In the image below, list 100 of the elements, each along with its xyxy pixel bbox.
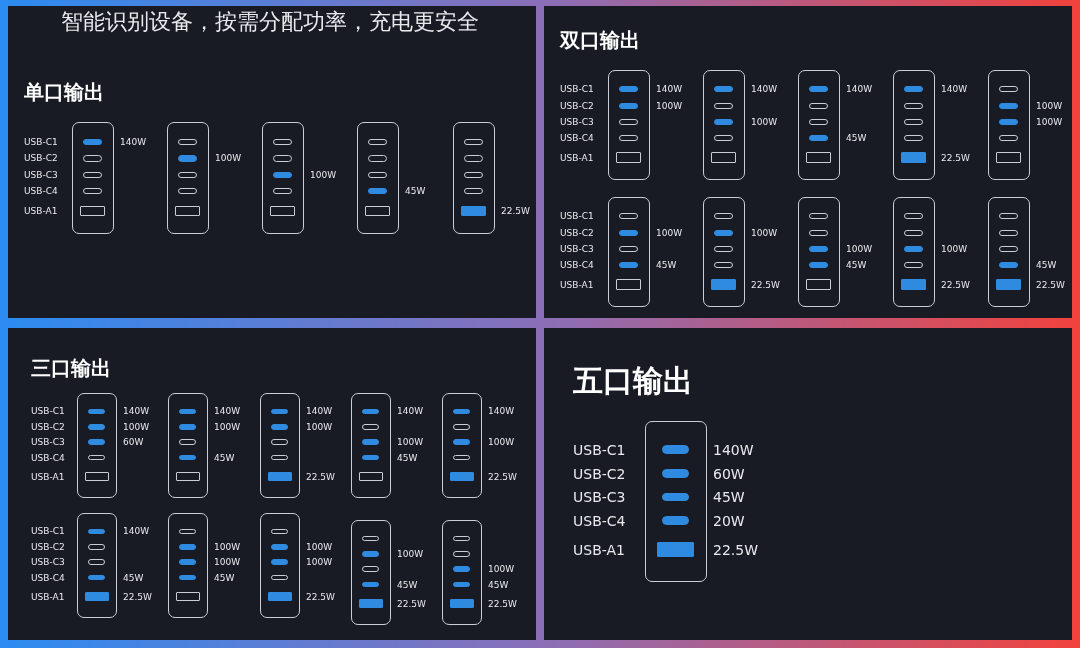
port-label: USB-C4 bbox=[31, 573, 65, 583]
usb-c-port bbox=[904, 86, 923, 93]
usb-c-port bbox=[87, 574, 106, 581]
usb-c-port bbox=[87, 408, 106, 415]
wattage-label: 140W bbox=[941, 85, 968, 95]
usb-c-port bbox=[904, 245, 923, 252]
panel-heading: 五口输出 bbox=[573, 366, 693, 396]
charger-outline bbox=[703, 197, 745, 307]
panel bbox=[544, 328, 1072, 640]
usb-a-port bbox=[175, 471, 200, 482]
port-label: USB-C3 bbox=[573, 490, 626, 505]
usb-a-port bbox=[267, 591, 292, 602]
usb-c-port bbox=[464, 138, 483, 145]
charger-outline bbox=[608, 197, 650, 307]
usb-a-port bbox=[449, 471, 474, 482]
usb-c-port bbox=[273, 138, 292, 145]
charger-outline bbox=[988, 70, 1030, 180]
wattage-label: 140W bbox=[120, 137, 147, 147]
wattage-label: 45W bbox=[405, 186, 426, 196]
port-label: USB-C3 bbox=[560, 244, 594, 254]
usb-c-port bbox=[178, 544, 197, 550]
wattage-label: 100W bbox=[1036, 117, 1063, 127]
wattage-label: 22.5W bbox=[306, 472, 335, 482]
usb-c-port bbox=[452, 439, 471, 446]
usb-c-port bbox=[464, 187, 483, 194]
wattage-label: 100W bbox=[846, 244, 873, 254]
usb-c-port bbox=[999, 213, 1018, 220]
wattage-label: 100W bbox=[306, 558, 333, 568]
usb-c-port bbox=[368, 171, 387, 178]
wattage-label: 45W bbox=[846, 133, 867, 143]
wattage-label: 20W bbox=[713, 513, 745, 528]
usb-c-port bbox=[619, 86, 638, 93]
charger-outline bbox=[351, 520, 391, 625]
usb-c-port bbox=[270, 408, 289, 415]
usb-c-port bbox=[809, 134, 828, 141]
usb-c-port bbox=[809, 245, 828, 252]
charger-outline bbox=[453, 122, 495, 234]
wattage-label: 140W bbox=[123, 407, 150, 417]
wattage-label: 140W bbox=[846, 85, 873, 95]
usb-c-port bbox=[714, 245, 733, 252]
wattage-label: 100W bbox=[215, 154, 242, 164]
port-label: USB-C4 bbox=[573, 513, 626, 528]
port-label: USB-A1 bbox=[31, 472, 65, 482]
port-label: USB-C3 bbox=[560, 117, 594, 127]
usb-c-port bbox=[619, 261, 638, 268]
wattage-label: 100W bbox=[123, 423, 150, 433]
port-label: USB-A1 bbox=[560, 153, 594, 163]
wattage-label: 140W bbox=[397, 407, 424, 417]
usb-c-port bbox=[904, 261, 923, 268]
usb-a-port bbox=[460, 205, 487, 217]
panel bbox=[8, 328, 536, 640]
usb-c-port bbox=[714, 213, 733, 220]
charger-outline bbox=[72, 122, 114, 234]
wattage-label: 100W bbox=[214, 558, 241, 568]
usb-c-port bbox=[714, 86, 733, 93]
port-label: USB-A1 bbox=[573, 542, 625, 557]
wattage-label: 100W bbox=[306, 423, 333, 433]
usb-c-port bbox=[619, 245, 638, 252]
wattage-label: 100W bbox=[488, 565, 515, 575]
usb-c-port bbox=[83, 138, 102, 145]
port-label: USB-A1 bbox=[24, 207, 58, 217]
usb-c-port bbox=[662, 492, 689, 502]
charger-outline bbox=[893, 197, 935, 307]
port-label: USB-C3 bbox=[31, 558, 65, 568]
usb-a-port bbox=[900, 152, 927, 163]
usb-a-port bbox=[615, 279, 642, 290]
usb-c-port bbox=[361, 408, 380, 415]
usb-c-port bbox=[87, 424, 106, 430]
charger-outline bbox=[168, 513, 208, 618]
usb-c-port bbox=[809, 118, 828, 125]
port-label: USB-C2 bbox=[31, 423, 65, 433]
port-label: USB-A1 bbox=[560, 280, 594, 290]
usb-a-port bbox=[805, 279, 832, 290]
wattage-label: 100W bbox=[751, 117, 778, 127]
charger-outline bbox=[798, 70, 840, 180]
usb-c-port bbox=[619, 118, 638, 125]
usb-a-port bbox=[364, 205, 391, 217]
usb-c-port bbox=[178, 408, 197, 415]
wattage-label: 45W bbox=[846, 260, 867, 270]
wattage-label: 45W bbox=[397, 580, 418, 590]
usb-a-port bbox=[710, 279, 737, 290]
usb-c-port bbox=[714, 261, 733, 268]
panel-heading: 单口输出 bbox=[24, 82, 104, 102]
wattage-label: 140W bbox=[751, 85, 778, 95]
usb-c-port bbox=[619, 213, 638, 220]
wattage-label: 140W bbox=[214, 407, 241, 417]
port-label: USB-C2 bbox=[560, 101, 594, 111]
wattage-label: 22.5W bbox=[501, 207, 530, 217]
charger-outline bbox=[988, 197, 1030, 307]
wattage-label: 100W bbox=[397, 438, 424, 448]
usb-c-port bbox=[809, 261, 828, 268]
usb-c-port bbox=[662, 515, 689, 525]
usb-c-port bbox=[662, 445, 689, 454]
wattage-label: 100W bbox=[488, 438, 515, 448]
wattage-label: 45W bbox=[123, 573, 144, 583]
usb-c-port bbox=[619, 229, 638, 236]
usb-c-port bbox=[904, 118, 923, 125]
usb-c-port bbox=[368, 138, 387, 145]
wattage-label: 140W bbox=[488, 407, 515, 417]
usb-c-port bbox=[87, 528, 106, 535]
